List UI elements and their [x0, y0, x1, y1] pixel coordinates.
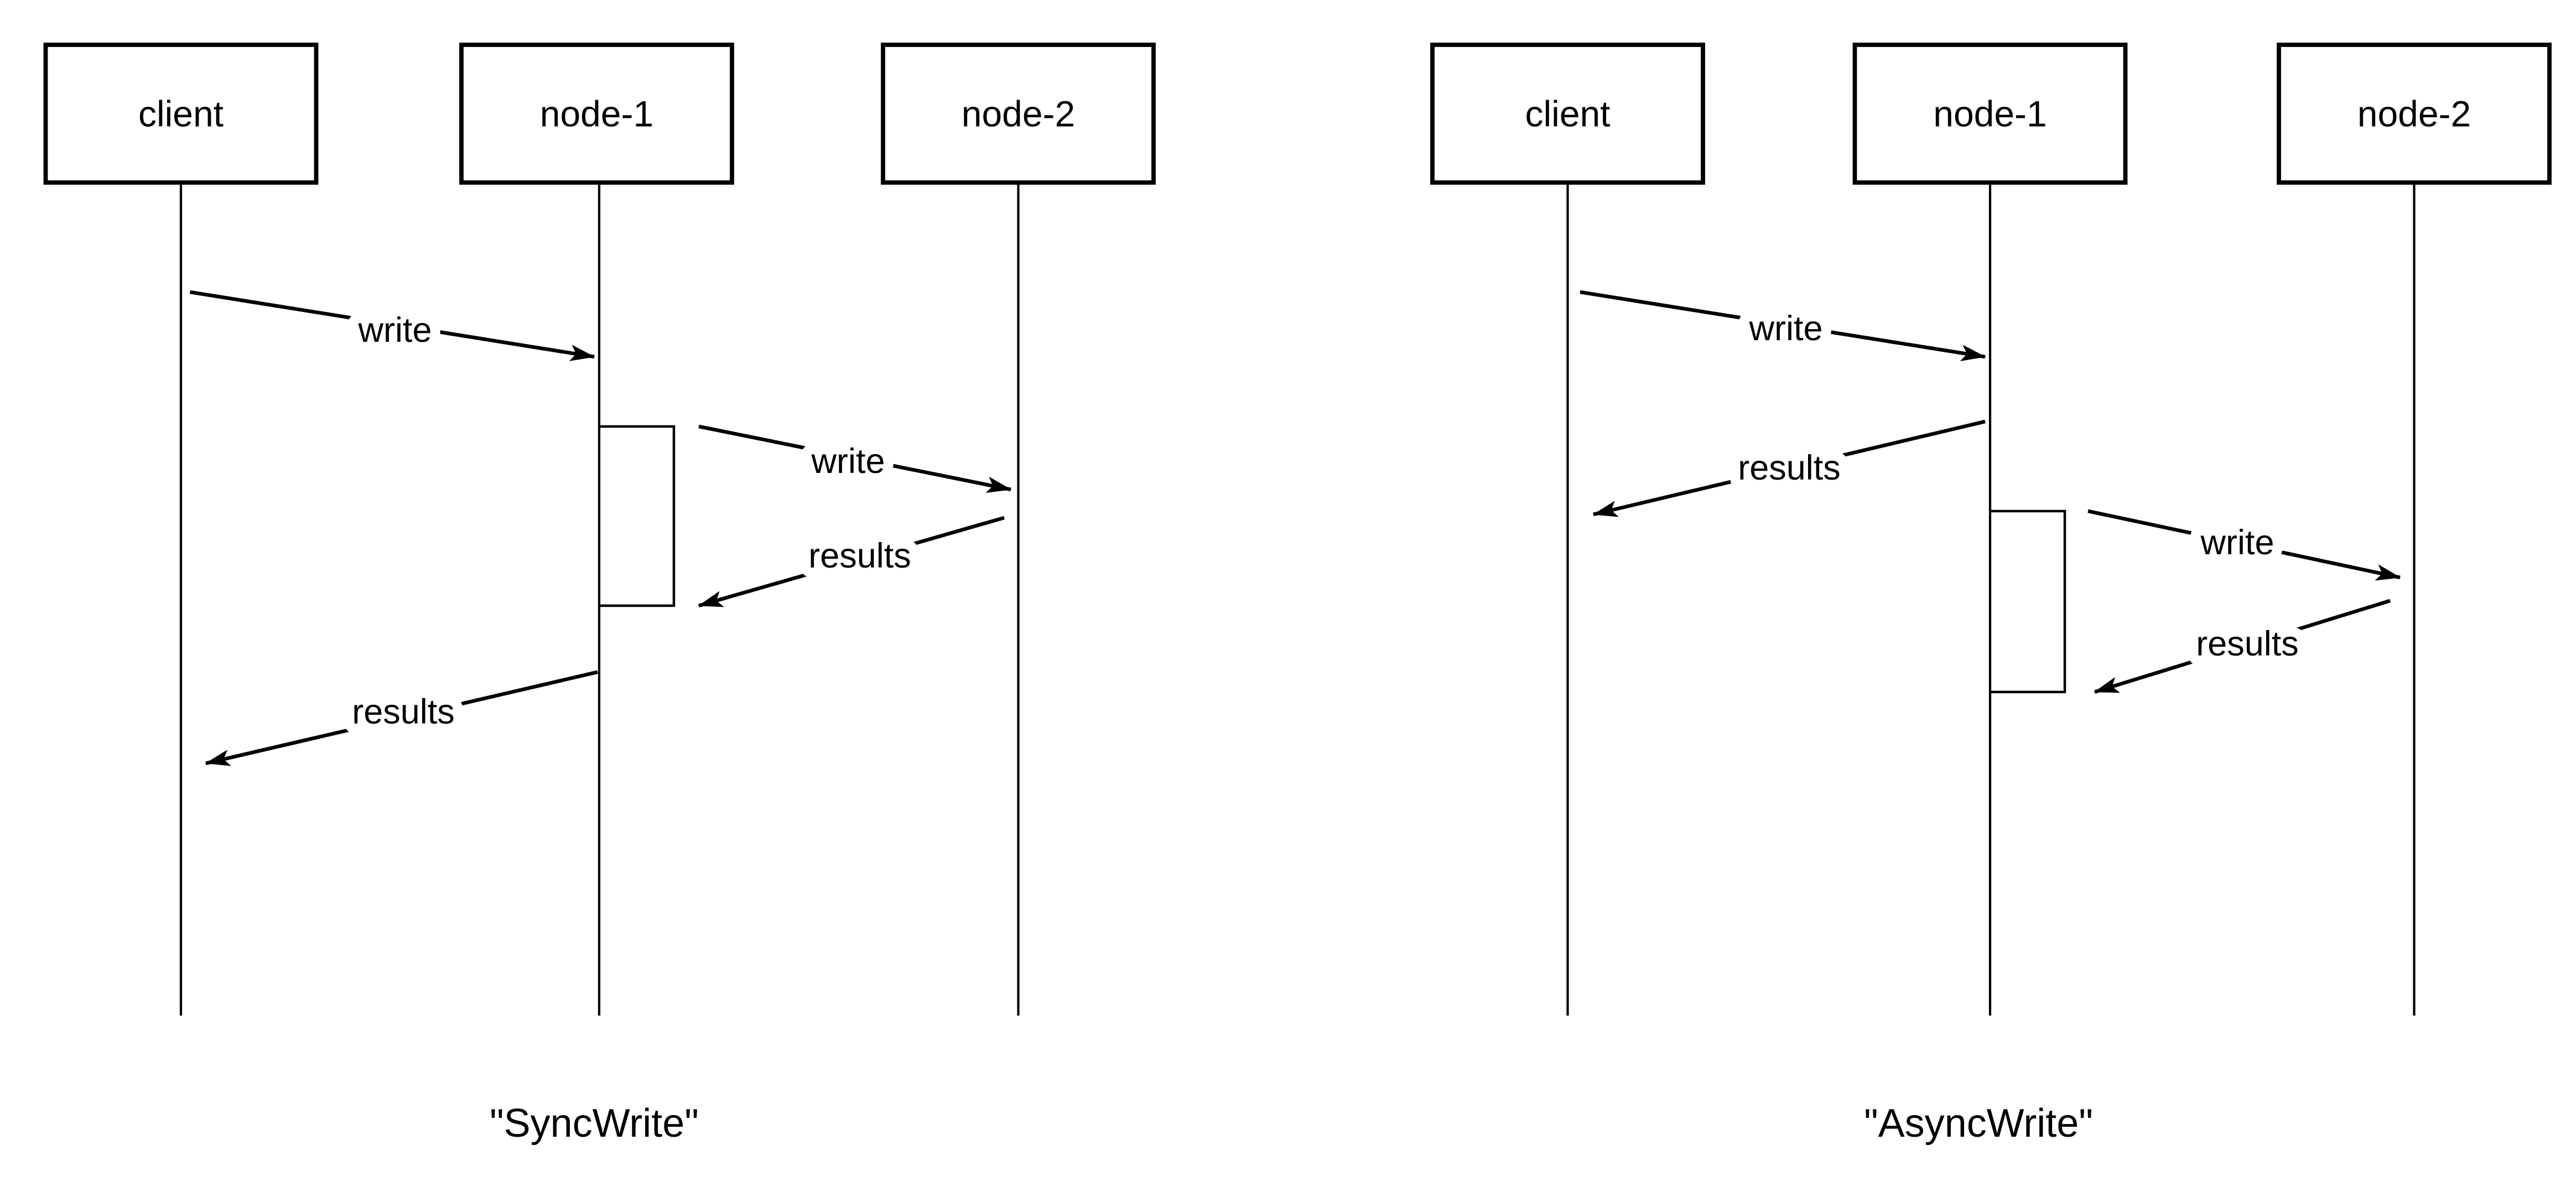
- actor-label-client: client: [1525, 93, 1610, 134]
- actor-box-node-1: [1852, 43, 2128, 185]
- message-arrow-results-node2-node1: [2094, 598, 2391, 694]
- actor-label-node-1: node-1: [540, 93, 653, 134]
- actor-label-node-1: node-1: [1933, 93, 2047, 134]
- actor-label-client: client: [138, 93, 224, 134]
- actor-box-node-2: [881, 43, 1156, 185]
- message-label-results: results: [808, 537, 911, 575]
- message-label-write: write: [1749, 309, 1823, 348]
- message-arrow-results-node1-client: [1592, 419, 1986, 517]
- actor-label-node-2: node-2: [962, 93, 1075, 134]
- message-arrow-results-node1-client: [205, 670, 598, 766]
- message-arrow-write-node1-node2: [698, 424, 1012, 493]
- activation-bar-node-1: [599, 425, 676, 607]
- diagram-caption-asyncwrite: "AsyncWrite": [1864, 1101, 2093, 1146]
- message-label-write: write: [2200, 523, 2274, 562]
- message-arrow-write-client-node1: [189, 290, 595, 361]
- message-arrow-write-node1-node2: [2087, 509, 2401, 581]
- message-label-results: results: [2196, 624, 2299, 663]
- diagram-sync-write: client node-1 node-2 write write results…: [43, 43, 1156, 1146]
- activation-bar-node-1: [1990, 509, 2066, 694]
- diagram-async-write: client node-1 node-2 write results write…: [1430, 43, 2552, 1146]
- message-label-results: results: [1738, 449, 1841, 487]
- message-arrow-results-node2-node1: [698, 516, 1005, 608]
- message-arrow-write-client-node1: [1580, 290, 1986, 361]
- actor-box-client: [1430, 43, 1705, 185]
- actor-label-node-2: node-2: [2357, 93, 2471, 134]
- message-label-write: write: [811, 442, 885, 481]
- actor-box-client: [43, 43, 319, 185]
- message-label-results: results: [352, 693, 455, 731]
- actor-box-node-2: [2277, 43, 2552, 185]
- actor-box-node-1: [459, 43, 734, 185]
- diagram-caption-syncwrite: "SyncWrite": [490, 1101, 699, 1146]
- message-label-write: write: [358, 311, 432, 350]
